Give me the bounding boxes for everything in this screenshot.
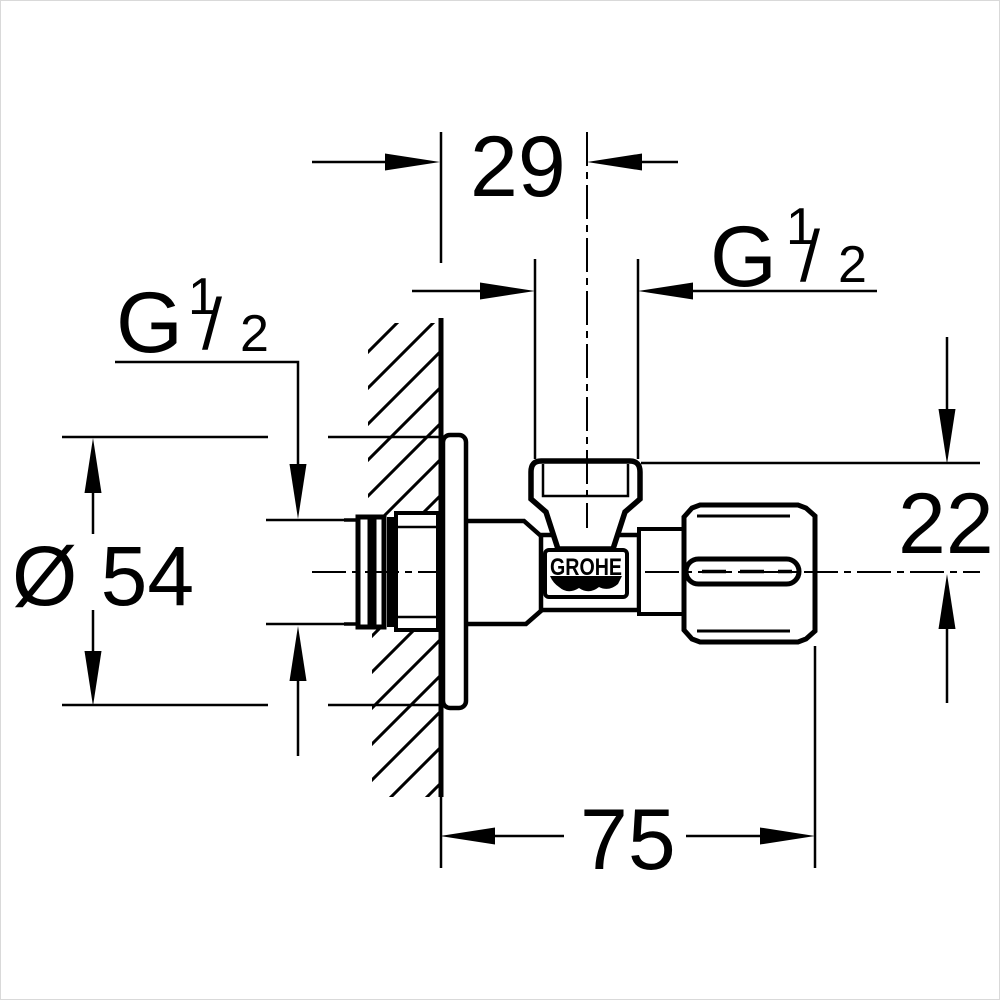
arrowhead-right [760,827,815,845]
arrowhead-up [938,574,956,629]
wall-section [368,323,439,797]
cap-inner-lines [697,514,790,633]
grohe-banner-swash [550,576,622,592]
g12-top-prefix: G [710,209,777,305]
dimension-29: 29 [312,119,678,263]
dimension-75: 75 [439,646,817,888]
arrowhead-left [638,282,693,300]
leader-line [115,360,300,467]
arrowhead-up [289,626,307,681]
g12-wall-label: G 1 / 2 [116,268,269,371]
arrowhead-left [587,153,642,171]
dim-22-label: 22 [898,476,994,572]
arrowhead-down [84,651,102,706]
arrowhead-down [938,409,956,464]
arrowhead-up [84,438,102,493]
g12-top-denominator: 2 [838,236,867,294]
wall-hatching-top [368,323,439,519]
inlet-union-nut [528,458,643,552]
g12-top-label: G 1 / 2 [710,198,867,305]
escutcheon-rosette [440,432,469,711]
arrowhead-left [440,827,495,845]
arrowhead-down [289,464,307,519]
valve-body [466,458,686,627]
dimension-22: 22 [641,337,994,703]
dia54-label: Ø 54 [12,529,194,623]
g12-top-numerator: 1 [786,198,815,256]
dimension-dia54: Ø 54 [12,435,441,707]
arrowhead-right [385,153,440,171]
g12-top-slash: / [800,217,820,297]
g12-wall-prefix: G [116,275,183,371]
backnut-inner-lines [396,525,438,619]
dimension-g12-wall: G 1 / 2 [115,268,345,756]
nut-inner-lines [541,464,630,498]
dimension-g12-top: G 1 / 2 [412,198,877,459]
grohe-logo: GROHE [543,548,629,599]
dim-29-label: 29 [470,119,566,215]
g12-wall-denominator: 2 [240,305,269,363]
wall-hatching-bottom [372,628,439,797]
g12-wall-numerator: 1 [188,268,217,326]
g12-wall-slash: / [202,285,222,365]
centerlines [312,132,980,573]
handle-cap [681,502,818,645]
arrowhead-right [480,282,535,300]
dim-75-label: 75 [580,792,676,888]
body-barrel-edges [466,518,544,627]
